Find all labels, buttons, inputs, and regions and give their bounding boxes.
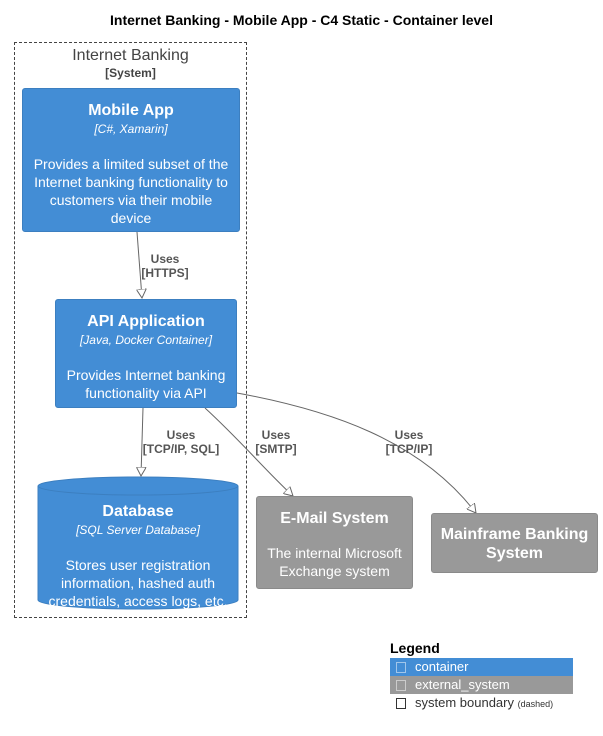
edge-api-to-db <box>141 407 143 476</box>
legend-square-icon <box>396 698 406 709</box>
container-tech: [C#, Xamarin] <box>94 122 168 136</box>
edge-label-mobile-to-api: Uses [HTTPS] <box>141 252 189 280</box>
container-desc: Stores user registration information, ha… <box>48 557 228 609</box>
external-name: Mainframe Banking System <box>440 526 589 562</box>
legend-square-icon <box>396 662 406 673</box>
database-cylinder-icon <box>37 476 239 610</box>
boundary-type: [System] <box>105 66 156 80</box>
edge-label-api-to-db: Uses [TCP/IP, SQL] <box>142 428 220 456</box>
legend-item-external-system: external_system <box>390 676 573 694</box>
container-desc: Provides Internet banking functionality … <box>66 367 226 401</box>
external-desc: The internal Microsoft Exchange system <box>267 545 402 579</box>
edge-api-to-mainframe <box>236 392 476 513</box>
boundary-name: Internet Banking <box>72 47 189 64</box>
container-tech: [SQL Server Database] <box>76 523 200 537</box>
legend-title: Legend <box>390 640 440 656</box>
container-name: Mobile App <box>88 102 174 119</box>
legend: Legend container external_system system … <box>390 640 573 712</box>
container-name: API Application <box>87 313 205 330</box>
container-name: Database <box>102 503 174 520</box>
external-name: E-Mail System <box>280 510 389 527</box>
container-tech: [Java, Docker Container] <box>79 333 213 347</box>
external-mainframe-banking-system[interactable]: Mainframe Banking System <box>431 513 598 573</box>
edge-label-api-to-email: Uses [SMTP] <box>255 428 297 456</box>
legend-item-system-boundary: system boundary (dashed) <box>390 694 573 712</box>
system-boundary <box>14 42 247 618</box>
edge-label-api-to-mainframe: Uses [TCP/IP] <box>385 428 433 456</box>
container-desc: Provides a limited subset of the Interne… <box>33 156 229 226</box>
external-email-system[interactable]: E-Mail System The internal Microsoft Exc… <box>256 496 413 589</box>
container-mobile-app[interactable]: Mobile App [C#, Xamarin] Provides a limi… <box>22 88 240 232</box>
edge-api-to-email <box>204 407 293 496</box>
legend-item-container: container <box>390 658 573 676</box>
edge-mobile-to-api <box>137 231 142 298</box>
container-api-application[interactable]: API Application [Java, Docker Container]… <box>55 299 237 408</box>
legend-square-icon <box>396 680 406 691</box>
container-database[interactable]: Database [SQL Server Database] Stores us… <box>37 476 239 610</box>
diagram-title: Internet Banking - Mobile App - C4 Stati… <box>110 12 493 28</box>
